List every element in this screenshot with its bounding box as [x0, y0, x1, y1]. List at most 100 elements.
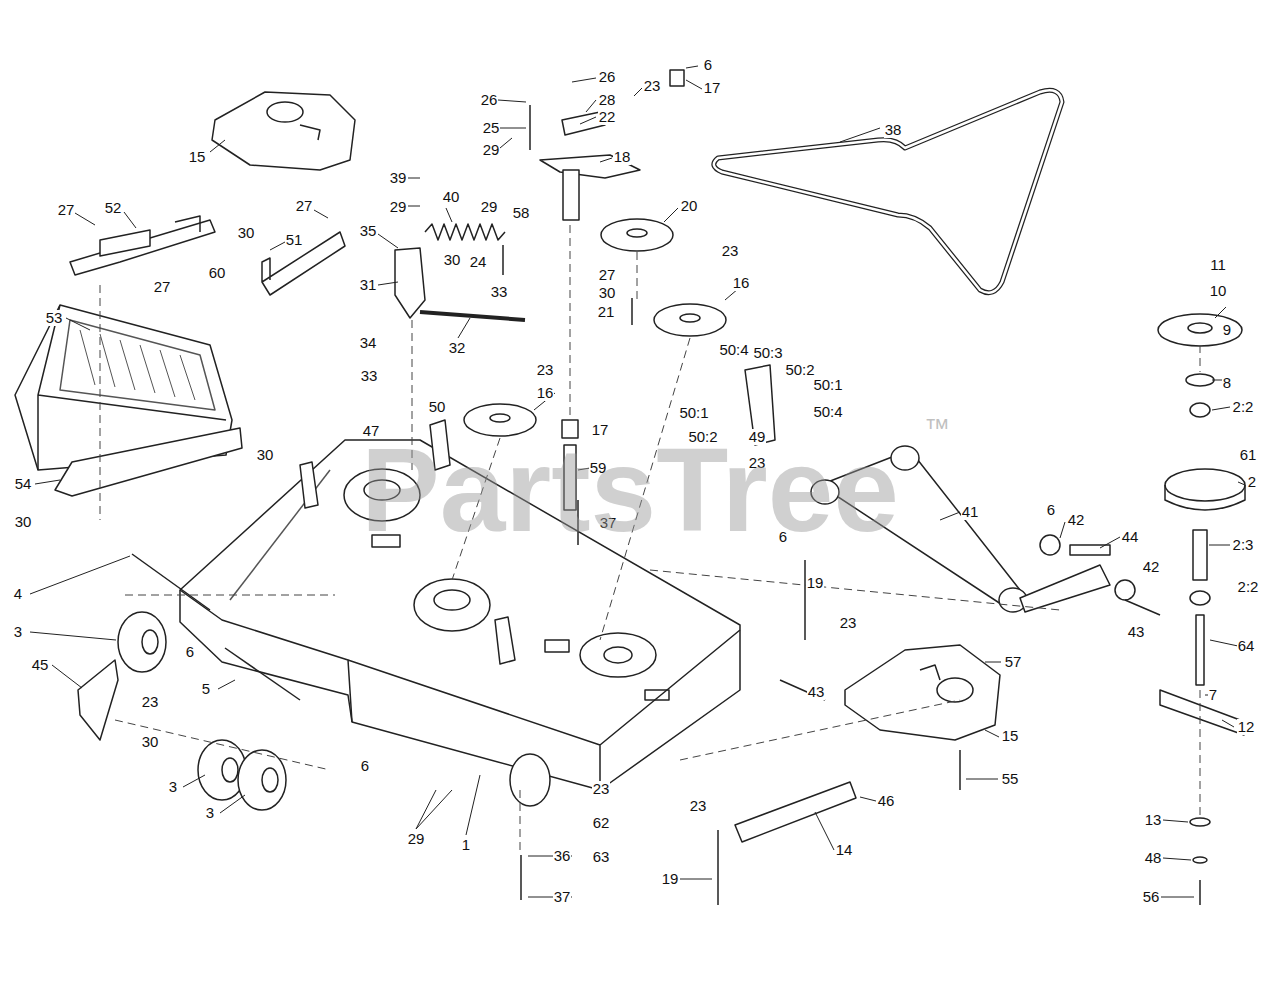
leader-line-part: [35, 480, 60, 484]
callout-number: 1: [461, 837, 471, 853]
spindle-assembly-part: [1160, 690, 1244, 735]
leader-line-part: [985, 662, 1001, 663]
callout-number: 58: [512, 205, 531, 221]
spindle-assembly-part: [1193, 530, 1207, 580]
callout-number: 36: [553, 848, 572, 864]
callout-number: 23: [839, 615, 858, 631]
leader-line-part: [30, 632, 116, 640]
leader-line-part: [840, 128, 880, 142]
callout-number: 41: [961, 504, 980, 520]
callout-number: 45: [31, 657, 50, 673]
mower-deck-part: [645, 690, 669, 700]
callout-number: 42: [1067, 512, 1086, 528]
mower-deck-part: [580, 633, 656, 677]
callout-number: 15: [1001, 728, 1020, 744]
leader-line-part: [572, 78, 596, 82]
leader-line-part: [1060, 522, 1065, 538]
deflector: [78, 660, 118, 740]
idler-arm: [540, 112, 640, 220]
callout-number: 4: [13, 586, 23, 602]
callout-number: 23: [643, 78, 662, 94]
callout-number: 10: [1209, 283, 1228, 299]
leader-line-part: [378, 282, 398, 285]
leader-line-part: [446, 208, 452, 222]
leader-line-part: [378, 234, 398, 248]
leader-line-part: [1210, 640, 1238, 646]
callout-number: 50:4: [812, 404, 843, 420]
leader-line-part: [815, 812, 834, 850]
callout-number: 6: [1046, 502, 1056, 518]
leader-line-part: [408, 178, 420, 179]
leader-line-part: [940, 512, 960, 520]
leader-line-part: [30, 556, 130, 594]
callout-number: 16: [536, 385, 555, 401]
assembly-line-part: [1200, 690, 1201, 815]
leader-line-part: [586, 100, 596, 112]
callout-number: 38: [884, 122, 903, 138]
callout-number: 30: [598, 285, 617, 301]
mount-bracket-part: [70, 220, 215, 275]
assembly-line-part: [125, 595, 335, 596]
callout-number: 7: [1208, 687, 1218, 703]
callout-number: 19: [806, 575, 825, 591]
assembly-line-part: [650, 570, 1060, 610]
callout-number: 37: [553, 889, 572, 905]
deck-lift-link: [395, 248, 525, 320]
callout-number: 9: [1222, 322, 1232, 338]
callout-number: 25: [482, 120, 501, 136]
callout-number: 18: [613, 149, 632, 165]
axle-bolt-part: [132, 554, 210, 610]
leader-line-part: [1222, 720, 1234, 727]
lift-arm-part: [1070, 545, 1110, 555]
caster-wheel-part: [118, 612, 166, 672]
belt-cover-part: [267, 102, 303, 122]
callout-number: 46: [877, 793, 896, 809]
stiffener: [735, 782, 856, 842]
idler-pulley-part: [490, 414, 510, 422]
callout-number: 32: [448, 340, 467, 356]
leader-line-part: [66, 318, 90, 330]
callout-number: 51: [285, 232, 304, 248]
callout-number: 31: [359, 277, 378, 293]
callout-number: 8: [1222, 375, 1232, 391]
callout-number: 15: [188, 149, 207, 165]
cover-plate-part: [55, 428, 242, 496]
deck-lift-link-part: [420, 312, 525, 320]
callout-number: 23: [689, 798, 708, 814]
leader-line-part: [634, 88, 642, 96]
mower-deck-part: [604, 647, 632, 663]
callout-number: 23: [721, 243, 740, 259]
assembly-line-part: [1200, 345, 1201, 372]
leader-line-part: [686, 66, 698, 68]
callout-number: 53: [45, 310, 64, 326]
caster-wheel-part: [262, 768, 278, 792]
spring-part: [425, 224, 505, 240]
callout-number: 27: [57, 202, 76, 218]
spindle-assembly-part: [1190, 591, 1210, 605]
leader-line-part: [985, 730, 999, 737]
belt-cover-part: [920, 665, 940, 680]
callout-number: 16: [732, 275, 751, 291]
callout-number: 26: [480, 92, 499, 108]
spindle-assembly-part: [1186, 374, 1214, 386]
bolt-part: [804, 560, 806, 640]
mount-bracket-part: [262, 232, 345, 295]
callout-number: 30: [14, 514, 33, 530]
belt-part: [714, 90, 1062, 292]
idler-pulley-part: [680, 314, 700, 322]
belt-cover: [212, 92, 355, 170]
idler-pulley-part: [1188, 323, 1212, 333]
axle-bolt: [132, 554, 300, 700]
mower-deck-part: [434, 590, 470, 610]
assembly-line-part: [115, 720, 330, 770]
callout-number: 27: [598, 267, 617, 283]
idler-pulley-part: [627, 229, 647, 237]
callout-number: 23: [536, 362, 555, 378]
lift-arm-part: [1040, 535, 1060, 555]
caster-wheel-part: [222, 758, 238, 782]
callout-number: 3: [205, 805, 215, 821]
callout-number: 50:1: [812, 377, 843, 393]
callout-number: 56: [1142, 889, 1161, 905]
spindle-assembly: [1160, 374, 1245, 905]
